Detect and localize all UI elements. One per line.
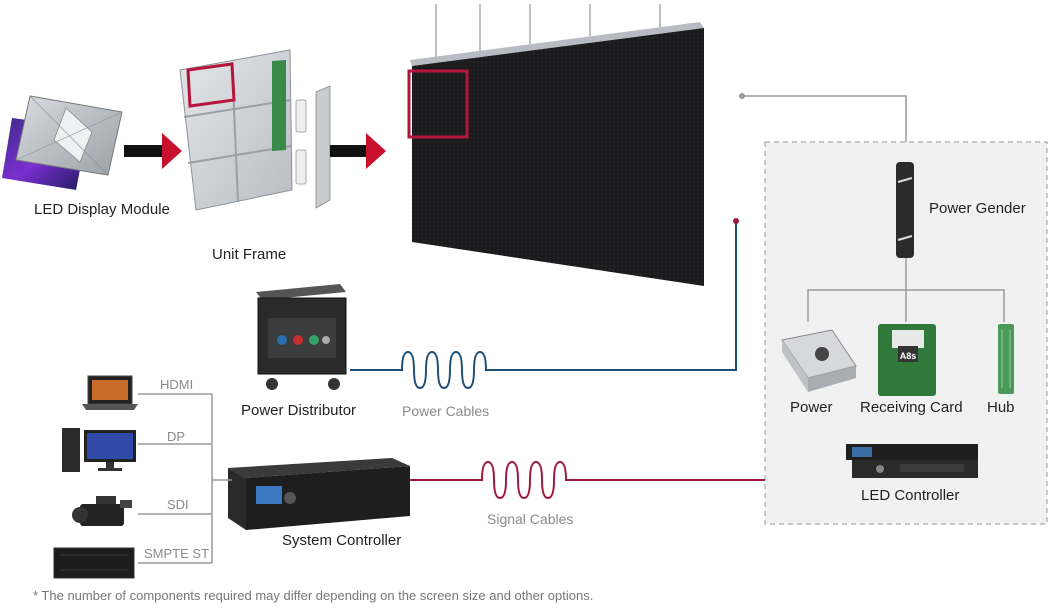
receiving-card-chip-label: A8s bbox=[900, 351, 917, 361]
input-smpte-label: SMPTE ST bbox=[144, 546, 210, 561]
receiving-card-image bbox=[878, 324, 936, 396]
led-wall-image bbox=[407, 4, 704, 286]
power-label: Power bbox=[790, 399, 833, 416]
arrow-frame-to-wall bbox=[330, 133, 386, 169]
component-tree-lines bbox=[807, 258, 1005, 322]
power-cable bbox=[350, 218, 739, 390]
footnote: * The number of components required may … bbox=[33, 588, 594, 603]
smpte-device-icon bbox=[53, 547, 135, 579]
receiving-card-label: Receiving Card bbox=[860, 399, 963, 416]
led-controller-image bbox=[846, 444, 978, 478]
led-display-module-image bbox=[2, 95, 123, 190]
hub-label: Hub bbox=[987, 399, 1015, 416]
power-gender-image bbox=[896, 162, 914, 258]
power-distributor-image bbox=[256, 284, 347, 390]
system-controller-label: System Controller bbox=[282, 532, 402, 549]
laptop-icon bbox=[82, 375, 138, 410]
power-gender-label: Power Gender bbox=[929, 200, 1026, 217]
signal-cable bbox=[410, 460, 765, 500]
input-connector-lines bbox=[138, 393, 232, 564]
power-distributor-label: Power Distributor bbox=[241, 402, 357, 419]
power-cables-label: Power Cables bbox=[402, 403, 490, 419]
input-sdi-label: SDI bbox=[167, 497, 189, 512]
signal-cables-label: Signal Cables bbox=[487, 511, 574, 527]
unit-frame-label: Unit Frame bbox=[212, 246, 287, 263]
wall-to-box-connector bbox=[739, 93, 907, 142]
video-camera-icon bbox=[72, 496, 132, 526]
system-controller-image bbox=[228, 458, 410, 530]
led-display-module-label: LED Display Module bbox=[34, 201, 170, 218]
unit-frame-image bbox=[179, 49, 331, 211]
input-hdmi-label: HDMI bbox=[160, 377, 194, 392]
led-controller-label: LED Controller bbox=[861, 487, 960, 504]
power-supply-image bbox=[781, 329, 857, 392]
desktop-pc-icon bbox=[62, 428, 136, 472]
input-dp-label: DP bbox=[167, 429, 186, 444]
arrow-module-to-frame bbox=[124, 133, 182, 169]
hub-image bbox=[998, 324, 1014, 394]
